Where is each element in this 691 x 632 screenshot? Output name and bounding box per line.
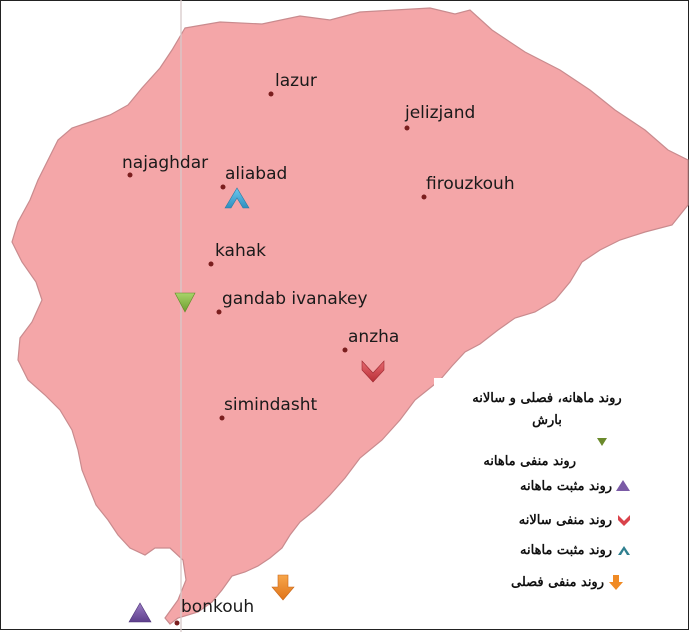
city-label-jelizjand: jelizjand (404, 103, 475, 123)
city-label-bonkouh: bonkouh (181, 597, 254, 617)
city-point-aliabad (220, 184, 226, 190)
legend-title-line1: روند ماهانه، فصلی و سالانه (472, 391, 622, 406)
city-label-aliabad: aliabad (225, 164, 287, 184)
triangle-up-icon (616, 478, 632, 494)
legend-item-positive-monthly-2: روند مثبت ماهانه (520, 542, 632, 558)
legend-item-positive-monthly: روند مثبت ماهانه (520, 478, 632, 494)
legend-item-negative-monthly (590, 434, 610, 450)
legend-item-label: روند منفی فصلی (511, 574, 604, 590)
city-label-gandab-ivanakey: gandab ivanakey (222, 289, 368, 309)
legend-title: روند ماهانه، فصلی و سالانه بارش (434, 388, 660, 432)
city-label-firouzkouh: firouzkouh (426, 174, 515, 194)
legend-item-negative-annual: روند منفی سالانه (519, 512, 632, 528)
city-point-lazur (268, 91, 274, 97)
city-point-kahak (208, 261, 214, 267)
city-labels: lazur jelizjand najaghdar aliabad firouz… (122, 71, 515, 617)
city-label-najaghdar: najaghdar (122, 153, 208, 173)
city-point-gandab-ivanakey (216, 309, 222, 315)
city-point-anzha (342, 347, 348, 353)
legend-item-label-row-1: روند منفی ماهانه (483, 454, 576, 469)
arrow-down-icon (608, 574, 624, 590)
triangle-down-icon (174, 292, 196, 313)
city-point-firouzkouh (421, 194, 427, 200)
legend-item-label: روند منفی سالانه (518, 512, 612, 528)
city-point-simindasht (219, 415, 225, 421)
legend-item-label: روند مثبت ماهانه (520, 478, 612, 494)
city-label-anzha: anzha (348, 327, 399, 347)
arrow-down-icon (271, 574, 295, 601)
city-point-najaghdar (127, 172, 133, 178)
legend: روند ماهانه، فصلی و سالانه بارش روند منف… (434, 378, 680, 606)
legend-item-label: روند منفی ماهانه (483, 454, 576, 469)
city-points (127, 91, 427, 626)
legend-item-label: روند مثبت ماهانه (520, 542, 612, 558)
legend-item-negative-seasonal: روند منفی فصلی (511, 574, 624, 590)
chevron-down-icon (361, 360, 385, 383)
city-point-bonkouh (174, 620, 180, 626)
city-label-kahak: kahak (215, 241, 266, 261)
chevron-up-icon (616, 542, 632, 558)
city-label-simindasht: simindasht (224, 395, 317, 415)
chevron-up-icon (224, 187, 250, 209)
city-point-jelizjand (404, 125, 410, 131)
chevron-down-icon (616, 512, 632, 528)
triangle-down-icon (594, 434, 610, 450)
legend-title-line2: بارش (532, 413, 562, 428)
triangle-up-icon (128, 602, 152, 623)
city-label-lazur: lazur (275, 71, 317, 91)
